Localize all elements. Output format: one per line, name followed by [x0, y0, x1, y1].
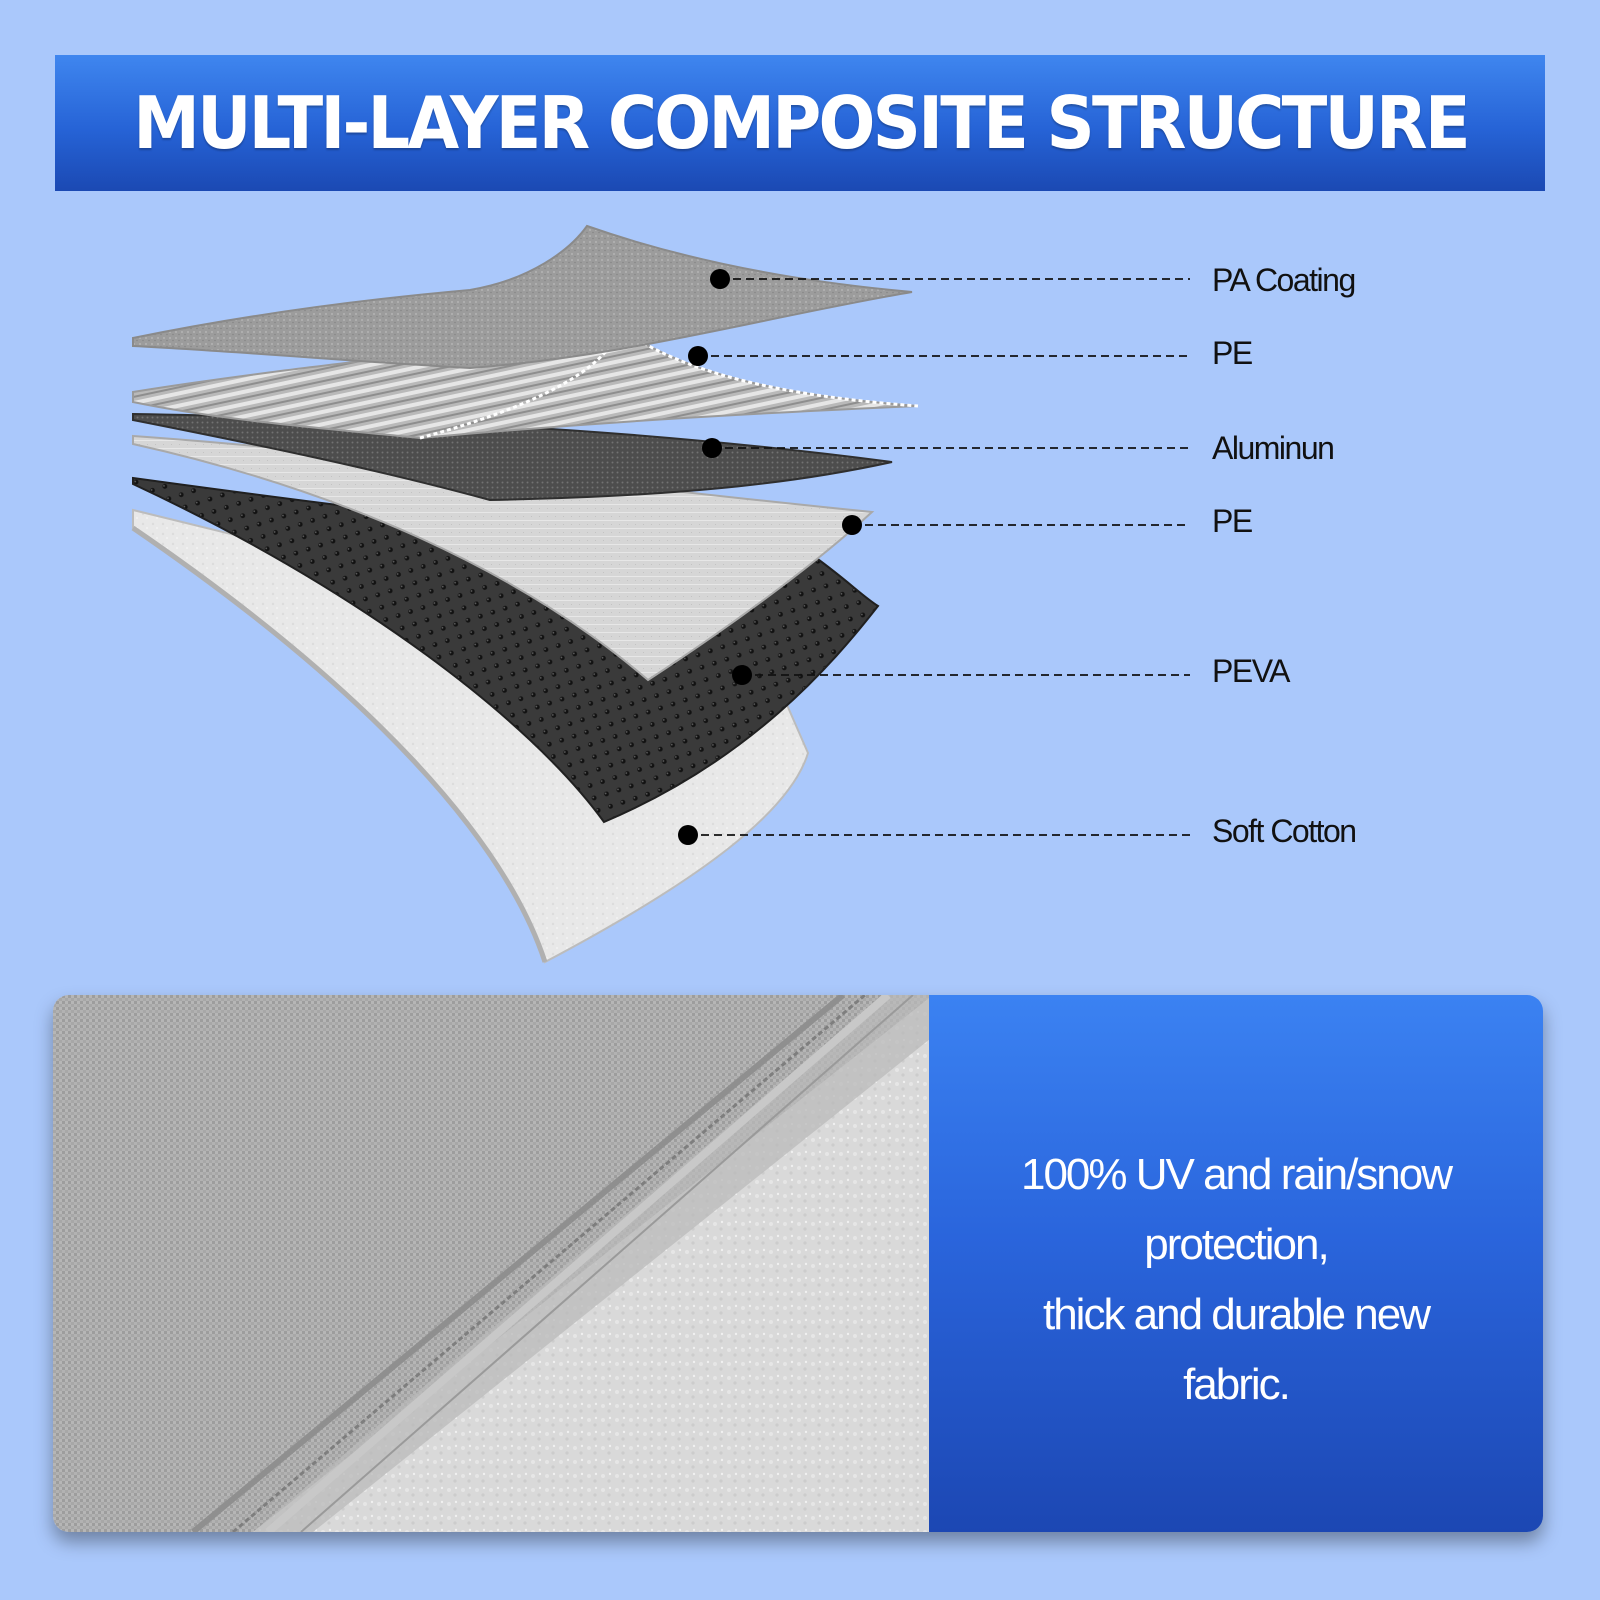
layer-pa-coating: [132, 224, 913, 370]
page-title: MULTI-LAYER COMPOSITE STRUCTURE: [132, 81, 1470, 165]
layer-illustration: [131, 224, 1190, 964]
label-pa-coating: PA Coating: [1212, 262, 1356, 298]
feature-line-4: fabric.: [1183, 1360, 1291, 1409]
feature-card: 100% UV and rain/snow protection, thick …: [53, 995, 1543, 1532]
feature-line-2: protection,: [1144, 1220, 1329, 1269]
feature-description: 100% UV and rain/snow protection, thick …: [929, 1140, 1543, 1420]
label-pe-upper: PE: [1212, 335, 1253, 371]
leader-lines: [688, 278, 1190, 836]
label-peva: PEVA: [1212, 653, 1291, 689]
label-aluminun: Aluminun: [1212, 430, 1335, 466]
label-soft-cotton: Soft Cotton: [1212, 813, 1357, 849]
leader-dots: [678, 269, 862, 845]
feature-line-1: 100% UV and rain/snow: [1020, 1150, 1453, 1199]
title-banner: MULTI-LAYER COMPOSITE STRUCTURE: [55, 55, 1545, 191]
feature-text-panel: 100% UV and rain/snow protection, thick …: [929, 995, 1543, 1532]
layer-diagram: PA Coating PE Aluminun PE PEVA Soft Cott…: [0, 200, 1600, 980]
label-pe-lower: PE: [1212, 503, 1253, 539]
fabric-closeup-image: [53, 995, 935, 1532]
feature-line-3: thick and durable new: [1042, 1290, 1431, 1339]
